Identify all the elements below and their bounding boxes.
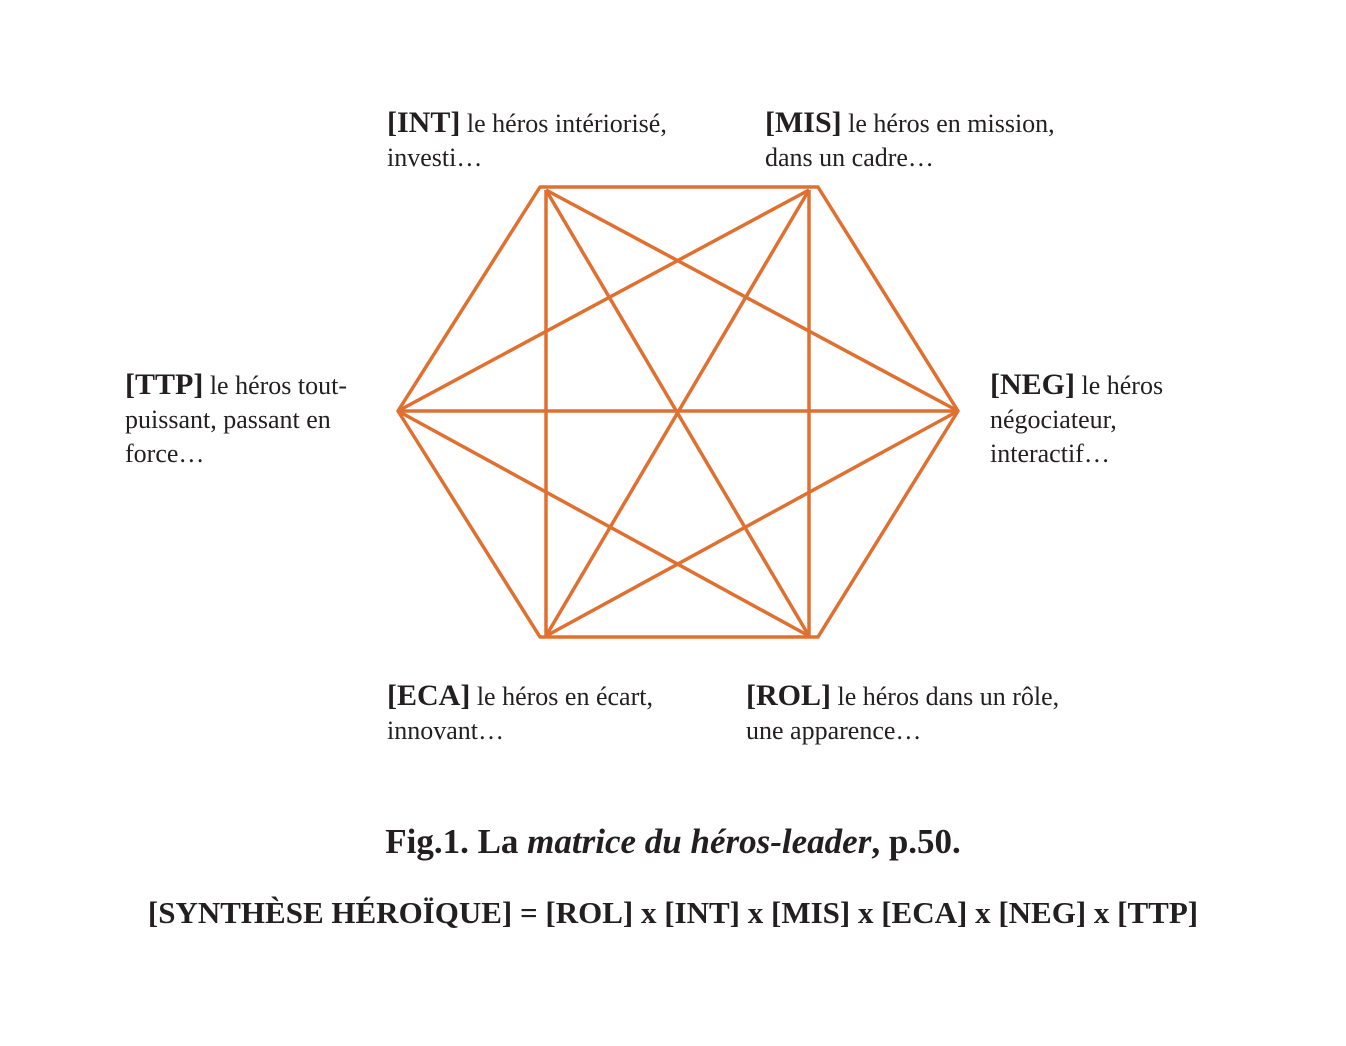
node-text-neg: le héros bbox=[1075, 371, 1164, 400]
synthesis-formula: [SYNTHÈSE HÉROÏQUE] = [ROL] x [INT] x [M… bbox=[147, 895, 1199, 930]
figure-caption: Fig.1. La matrice du héros-leader, p.50. bbox=[0, 820, 1346, 864]
node-text-mis: le héros en mission, bbox=[841, 109, 1055, 138]
edge-ttp-mis bbox=[397, 188, 810, 413]
node-text-eca-2: innovant… bbox=[387, 716, 504, 745]
node-code-neg: [NEG] bbox=[990, 368, 1075, 401]
node-text-ttp-2: puissant, passant en bbox=[125, 405, 331, 434]
node-label-int: [INT] le héros intériorisé, investi… bbox=[387, 106, 747, 175]
node-text-ttp-3: force… bbox=[125, 439, 205, 468]
node-text-eca: le héros en écart, bbox=[470, 682, 653, 711]
edge-neg-eca bbox=[545, 409, 959, 638]
edge-mis-eca bbox=[544, 189, 811, 637]
node-code-ttp: [TTP] bbox=[125, 368, 204, 401]
node-text-rol-2: une apparence… bbox=[746, 716, 922, 745]
node-code-rol: [ROL] bbox=[746, 679, 831, 712]
node-text-ttp: le héros tout- bbox=[203, 371, 348, 400]
node-text-int: le héros intériorisé, bbox=[460, 109, 667, 138]
node-code-eca: [ECA] bbox=[387, 679, 471, 712]
node-label-eca: [ECA] le héros en écart, innovant… bbox=[387, 679, 727, 748]
node-text-neg-3: interactif… bbox=[990, 439, 1110, 468]
node-code-mis: [MIS] bbox=[765, 106, 842, 139]
node-label-ttp: [TTP] le héros tout-puissant, passant en… bbox=[125, 368, 387, 471]
caption-emphasis: matrice du héros-leader bbox=[527, 822, 872, 861]
caption-prefix: Fig.1. La bbox=[385, 822, 528, 861]
node-text-neg-2: négociateur, bbox=[990, 405, 1117, 434]
node-text-int-2: investi… bbox=[387, 143, 483, 172]
node-code-int: [INT] bbox=[387, 106, 461, 139]
caption-suffix: , p.50. bbox=[871, 822, 961, 861]
node-text-mis-2: dans un cadre… bbox=[765, 143, 934, 172]
edge-ttp-rol bbox=[397, 409, 810, 638]
node-label-rol: [ROL] le héros dans un rôle, une apparenc… bbox=[746, 679, 1146, 748]
node-text-rol: le héros dans un rôle, bbox=[831, 682, 1060, 711]
node-label-mis: [MIS] le héros en mission, dans un cadre… bbox=[765, 106, 1145, 175]
node-label-neg: [NEG] le héros négociateur, interactif… bbox=[990, 368, 1220, 471]
edge-neg-int bbox=[545, 188, 959, 413]
